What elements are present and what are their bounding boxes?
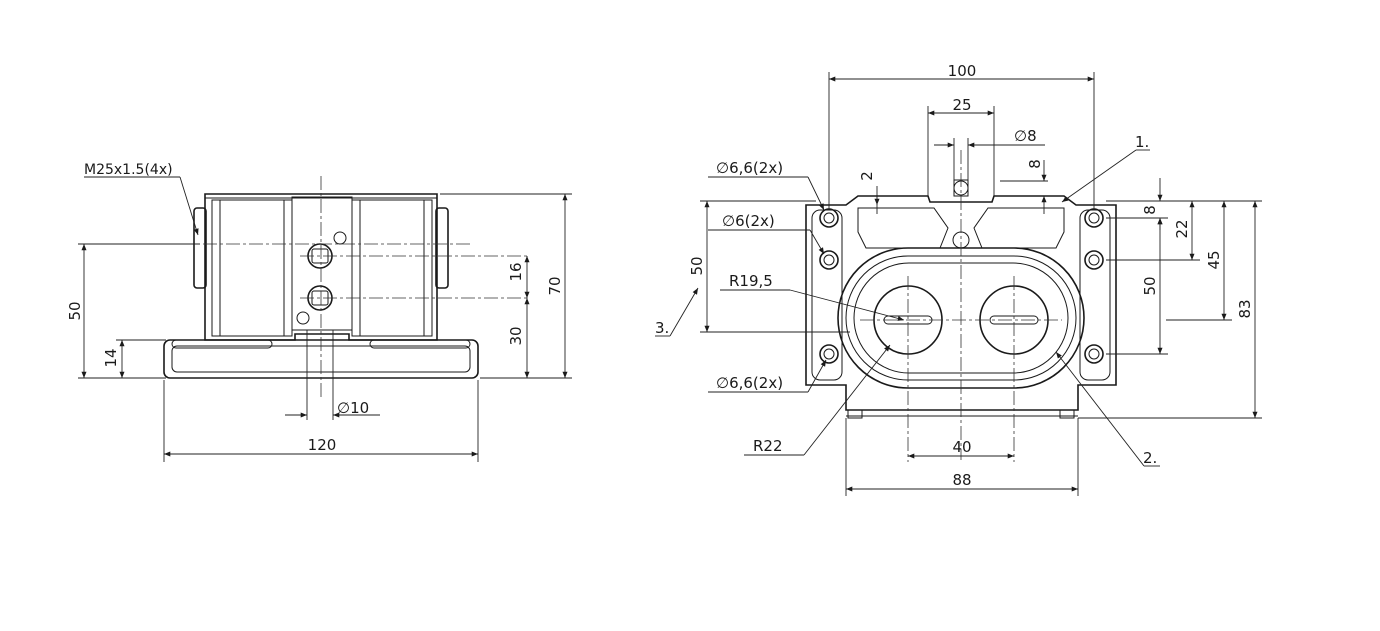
dim-pin-height: 8 [1026, 159, 1044, 169]
dim-pin-dia-top: ∅8 [1014, 127, 1037, 145]
dim-height-mount: 50 [66, 301, 84, 320]
dim-right-45: 45 [1205, 250, 1223, 269]
hole-top-value: 6,6(2x) [729, 159, 783, 177]
dim-pin-value: 10 [350, 399, 369, 417]
top-view [805, 150, 1117, 462]
radius-inner: R19,5 [729, 272, 773, 290]
side-view [163, 176, 530, 398]
dim-small-2: 2 [858, 171, 876, 181]
radius-outer: R22 [753, 437, 783, 455]
dim-width-top: 100 [948, 62, 977, 80]
dim-center-width: 25 [952, 96, 971, 114]
dim-right-83: 83 [1236, 299, 1254, 318]
dim-right-22: 22 [1173, 219, 1191, 238]
hole-mid-label: ∅6(2x) [722, 212, 775, 230]
hole-bottom-value: 6,6(2x) [729, 374, 783, 392]
callout-3: 3. [655, 319, 669, 337]
hole-bottom-label: ∅6,6(2x) [716, 374, 783, 392]
dim-port-height: 30 [507, 326, 525, 345]
side-view-dimensions: M25x1.5(4x) 70 16 30 50 14 ∅10 120 [66, 162, 572, 462]
top-view-dimensions: 100 25 ∅8 8 2 8 22 45 [655, 62, 1262, 496]
callout-2: 2. [1143, 449, 1157, 467]
dim-right-50: 50 [1141, 276, 1159, 295]
thread-label: M25x1.5(4x) [84, 162, 173, 178]
hole-top-label: ∅6,6(2x) [716, 159, 783, 177]
dim-pin-dia-value: 8 [1027, 127, 1037, 145]
dim-hole-spacing: 40 [952, 438, 971, 456]
dim-port-spacing: 16 [507, 262, 525, 281]
hole-mid-value: 6(2x) [735, 212, 775, 230]
dim-base: 14 [102, 348, 120, 367]
dim-base-width: 88 [952, 471, 971, 489]
dim-width: 120 [308, 436, 337, 454]
dim-height-total: 70 [546, 276, 564, 295]
callout-1: 1. [1135, 133, 1149, 151]
dim-pin-dia: ∅10 [337, 399, 369, 417]
dim-right-8: 8 [1141, 205, 1159, 215]
dim-left-50: 50 [688, 256, 706, 275]
